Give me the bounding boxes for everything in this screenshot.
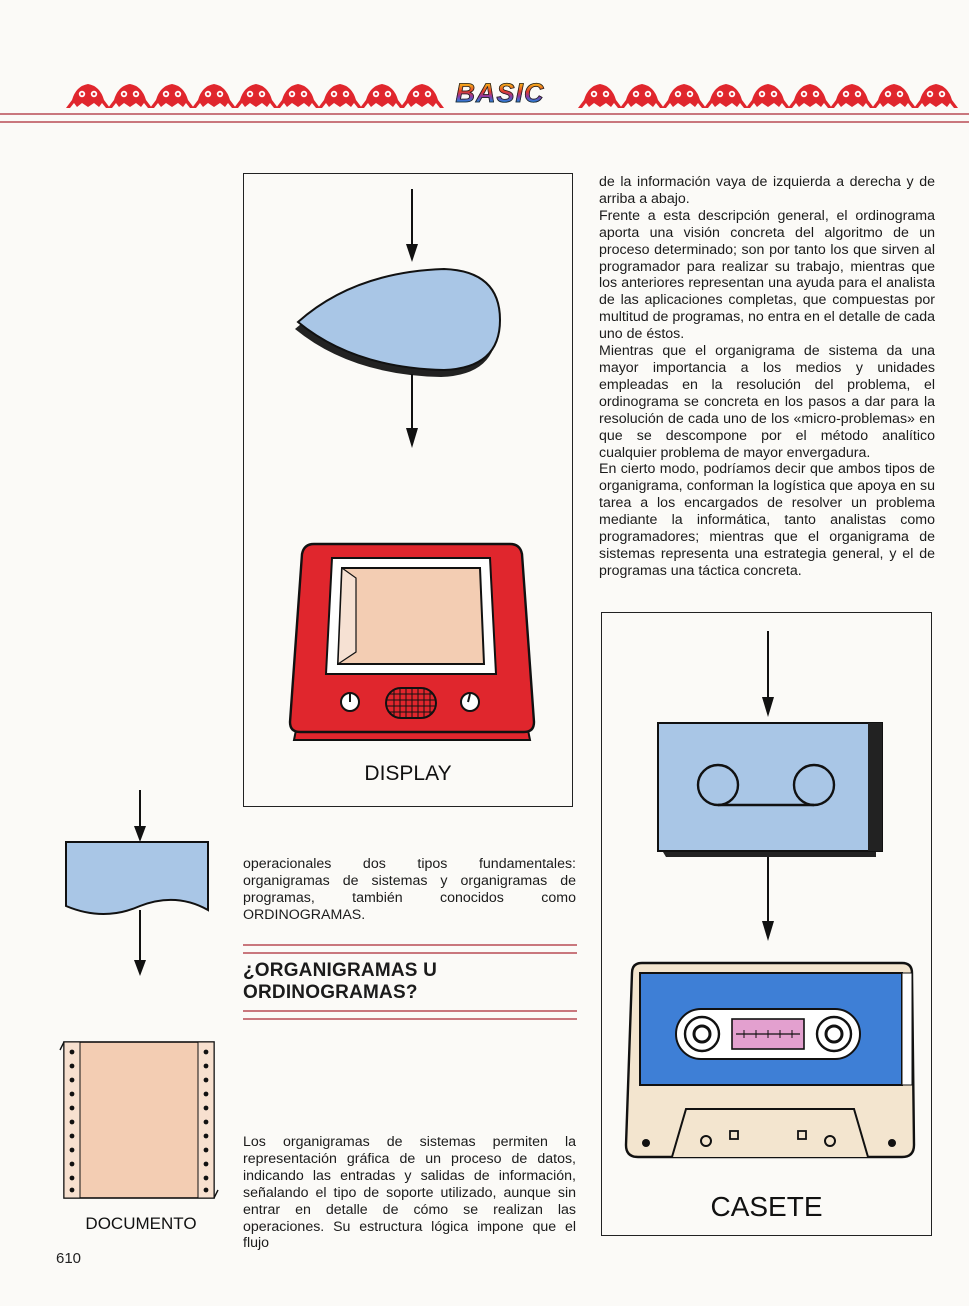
middle-body-text: Los organigramas de sistemas permiten la…: [243, 1134, 576, 1252]
arrow-down-icon: [134, 910, 146, 976]
cassette-diagram: [624, 631, 916, 1159]
paragraph: Frente a esta descripción general, el or…: [599, 207, 935, 343]
arrow-down-icon: [134, 790, 146, 842]
basic-logo: BASIC: [452, 78, 548, 109]
cassette-tape-icon: [624, 961, 916, 1159]
cassette-caption: CASETE: [710, 1191, 823, 1222]
header-band: BASIC: [0, 70, 969, 130]
paragraph: En cierto modo, podríamos decir que ambo…: [599, 461, 935, 579]
section-title: ¿ORGANIGRAMAS U ORDINOGRAMAS?: [243, 960, 577, 1004]
display-symbol-icon: [295, 267, 502, 377]
display-caption: DISPLAY: [364, 762, 452, 785]
arrow-down-icon: [762, 631, 774, 717]
crab-row-left: [66, 84, 444, 108]
section-title-line: ORDINOGRAMAS?: [243, 982, 418, 1003]
document-symbol-icon: [65, 841, 209, 915]
section-title-line: ¿ORGANIGRAMAS U: [243, 960, 438, 981]
document-diagram: [59, 790, 219, 1199]
middle-intro-text: operacionales dos tipos fundamentales: o…: [243, 856, 576, 923]
cassette-figure: CASETE: [601, 612, 932, 1236]
right-column-text: de la información vaya de izquierda a de…: [599, 174, 935, 580]
display-figure: DISPLAY: [243, 173, 573, 807]
display-diagram: [288, 189, 536, 741]
arrow-down-icon: [406, 374, 418, 448]
arrow-down-icon: [762, 857, 774, 941]
section-rule-bottom: [243, 1010, 577, 1020]
basic-logo-text: BASIC: [455, 78, 545, 109]
section-rule-top: [243, 944, 577, 954]
page-number: 610: [56, 1250, 82, 1267]
display-icon: [288, 542, 536, 741]
arrow-down-icon: [406, 189, 418, 262]
cassette-symbol-icon: [657, 722, 883, 857]
document-caption: DOCUMENTO: [85, 1214, 197, 1233]
document-figure: DOCUMENTO: [56, 780, 226, 1250]
paragraph: de la información vaya de izquierda a de…: [599, 174, 935, 207]
document-paper-icon: [59, 1041, 219, 1199]
paragraph: Mientras que el organigrama de sistema d…: [599, 343, 935, 461]
header-rule-bottom: [0, 121, 969, 123]
crab-row-right: [578, 84, 958, 108]
header-rule-top: [0, 113, 969, 115]
